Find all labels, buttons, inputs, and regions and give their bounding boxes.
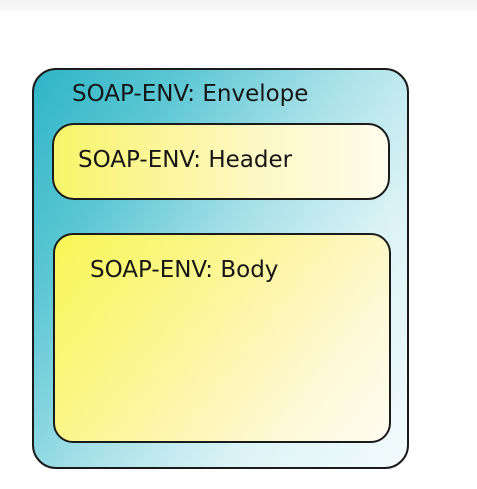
- soap-body-box: [53, 233, 391, 443]
- envelope-label: SOAP-ENV: Envelope: [72, 81, 309, 107]
- soap-header-box: [52, 123, 390, 200]
- top-band: [0, 0, 477, 14]
- body-label: SOAP-ENV: Body: [90, 257, 279, 283]
- header-label: SOAP-ENV: Header: [78, 147, 293, 173]
